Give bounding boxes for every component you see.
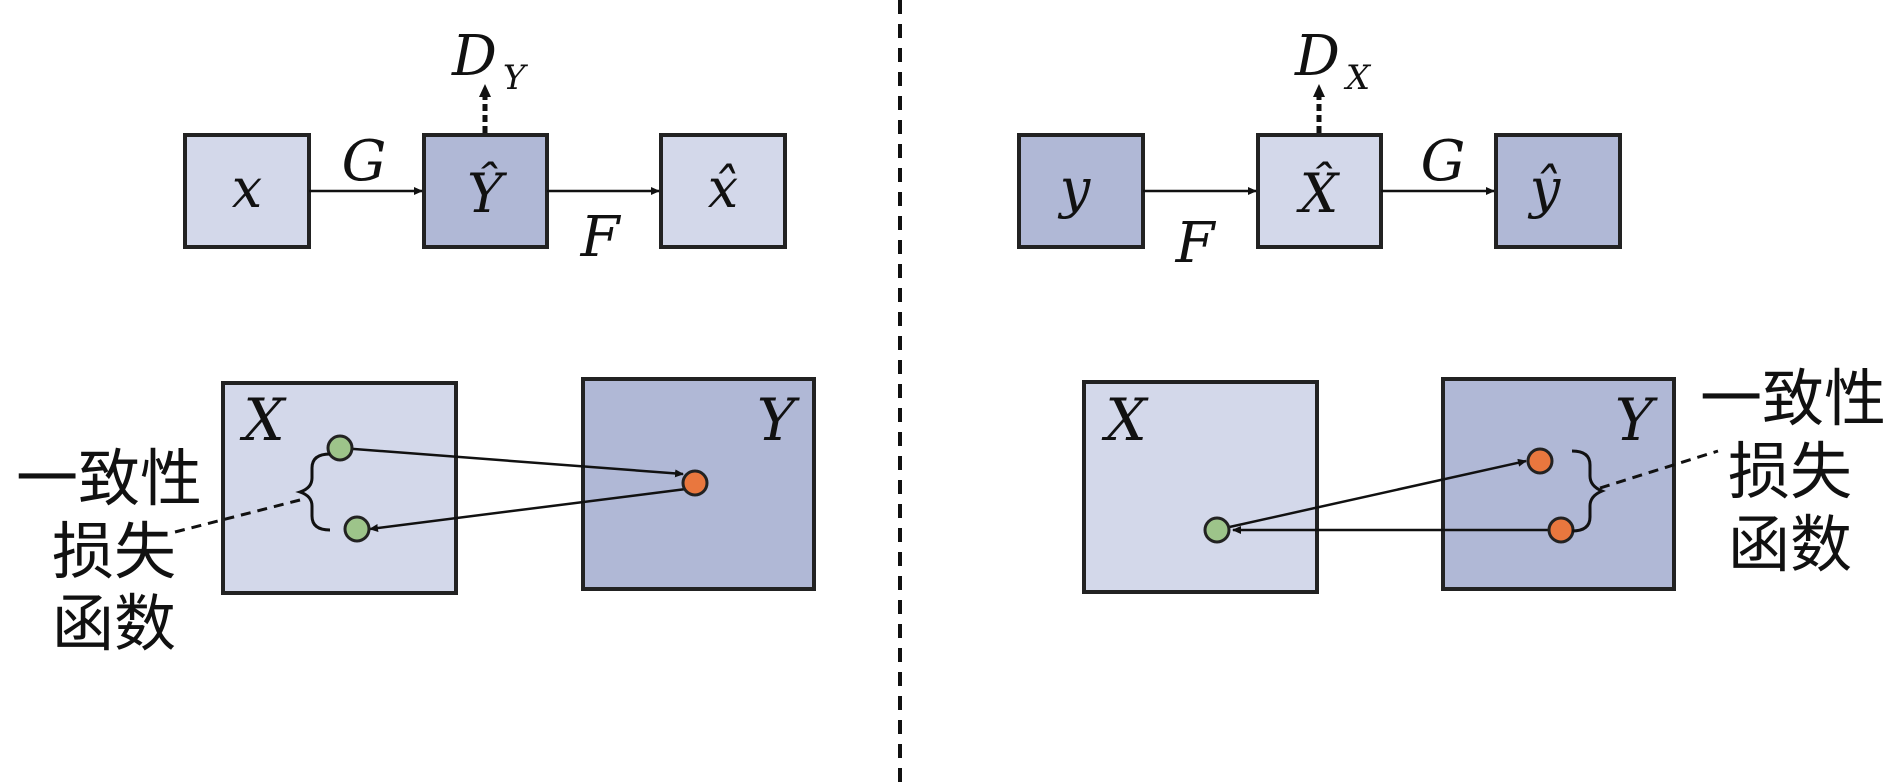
loss-label-left-line3: 函数 [52, 587, 176, 660]
loss-label-left-line2: 损失 [52, 515, 176, 588]
box-y-label: y [1058, 157, 1092, 220]
loss-label-right-line2: 损失 [1728, 435, 1852, 508]
domain-y-box-left [581, 377, 816, 591]
box-y-hat [422, 133, 549, 249]
box-y-hat-right [1494, 133, 1622, 249]
domain-y-label-left: Y [757, 386, 800, 454]
disc-main-left: D [451, 24, 497, 89]
orange-point-left [681, 469, 709, 497]
arrow-f-label-right: F [1175, 211, 1217, 276]
loss-leader-right [1599, 449, 1719, 490]
domain-y-label-right: Y [1615, 386, 1658, 454]
domain-x-label-left: X [239, 386, 287, 454]
box-x-label: x [232, 157, 262, 220]
disc-main-right: D [1294, 24, 1340, 89]
domain-x-box-right [1082, 380, 1319, 594]
box-x-hat-label: x̂ [708, 157, 738, 220]
green-point-top-left [326, 434, 354, 462]
orange-point-top-right [1526, 447, 1554, 475]
brace-left [295, 452, 331, 532]
box-x-hat-right-label: X̂ [1296, 161, 1341, 225]
mapping-arrow-x-to-y-left [340, 446, 684, 478]
loss-label-right-line1: 一致性 [1700, 362, 1886, 435]
orange-point-bottom-right [1547, 516, 1575, 544]
disc-sub-right: X [1343, 58, 1372, 98]
domain-y-box-right [1441, 377, 1676, 591]
green-point-right [1203, 516, 1231, 544]
loss-label-left-line1: 一致性 [16, 442, 202, 515]
domain-x-box-left [221, 381, 458, 595]
mapping-arrow-y-to-x-left [369, 486, 695, 532]
box-y-hat-right-label: ŷ [1528, 157, 1562, 220]
disc-sub-left: Y [503, 58, 529, 98]
green-point-bottom-left [343, 515, 371, 543]
arrow-g-label-right: G [1421, 129, 1466, 194]
box-y-hat-label: Ŷ [467, 160, 507, 225]
box-y [1017, 133, 1145, 249]
domain-x-label-right: X [1101, 386, 1149, 454]
arrow-g-label-left: G [342, 129, 387, 194]
loss-leader-left [174, 498, 301, 534]
box-x-hat [659, 133, 787, 249]
mapping-arrow-x-to-y-right [1215, 458, 1527, 532]
arrow-f-label-left: F [580, 205, 622, 270]
loss-label-right-line3: 函数 [1728, 508, 1852, 581]
brace-right [1571, 449, 1606, 533]
